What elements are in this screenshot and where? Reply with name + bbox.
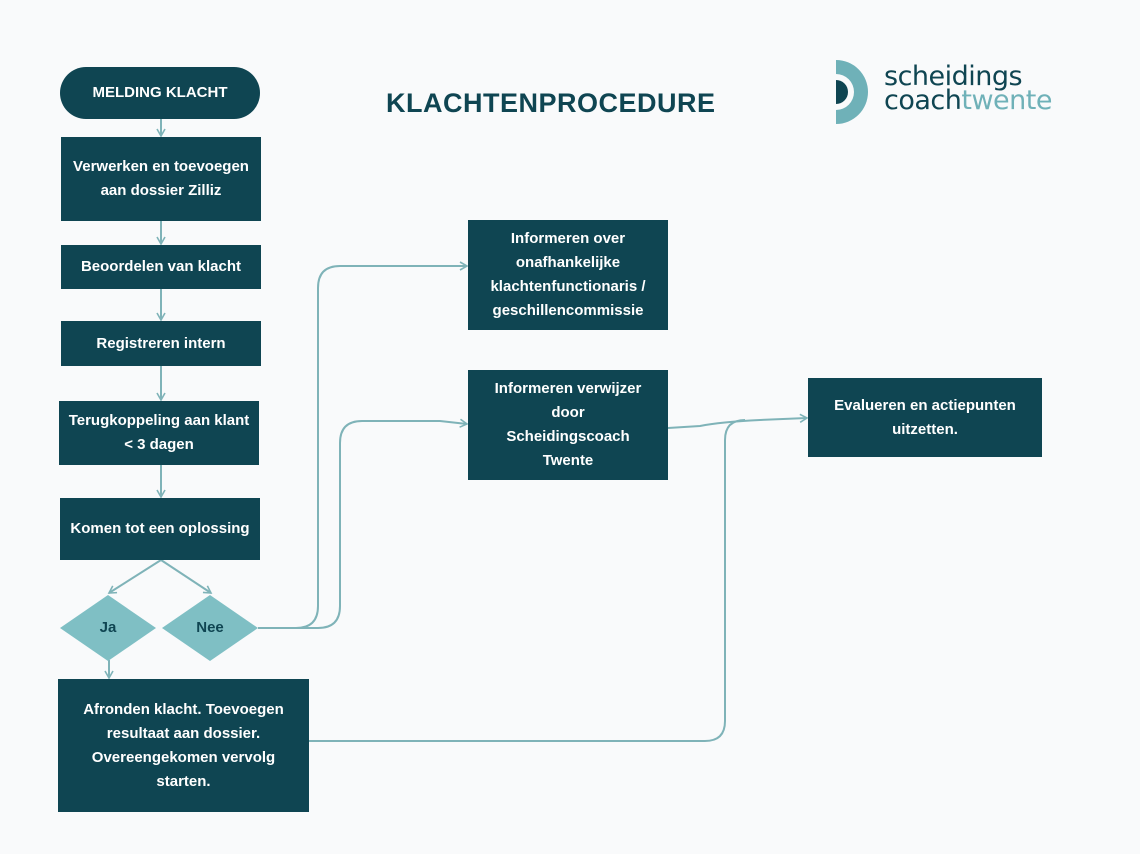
logo-word-twente: twente [961, 85, 1052, 116]
inform-independent-node: Informeren over onafhankelijke klachtenf… [468, 220, 668, 330]
logo-line-2: coachtwente [884, 85, 1052, 116]
arrow-solution-yes [107, 559, 162, 594]
assess-node: Beoordelen van klacht [61, 245, 261, 289]
diamond-yes [60, 595, 156, 661]
decision-no-label: Nee [196, 619, 224, 636]
arrow-finish-evaluate [309, 419, 746, 742]
inform-referrer-node: Informeren verwijzer door Scheidingscoac… [468, 370, 668, 480]
finish-node: Afronden klacht. Toevoegen resultaat aan… [58, 679, 309, 812]
diamond-no [162, 595, 258, 661]
logo-line-1: scheidings [884, 61, 1023, 92]
feedback-node: Terugkoppeling aan klant < 3 dagen [59, 401, 259, 465]
company-logo: scheidings coachtwente [832, 56, 1072, 128]
process-node: Verwerken en toevoegen aan dossier Zilli… [61, 137, 261, 221]
logo-mark-icon [836, 60, 868, 124]
arrow-no-inform-independent [258, 261, 469, 629]
evaluate-node: Evalueren en actiepunten uitzetten. [808, 378, 1042, 457]
arrow-referrer-evaluate [667, 413, 809, 429]
solution-node: Komen tot een oplossing [60, 498, 260, 560]
start-node: MELDING KLACHT [60, 67, 260, 119]
page-title: KLACHTENPROCEDURE [386, 88, 716, 118]
logo-word-coach: coach [884, 85, 962, 116]
register-node: Registreren intern [61, 321, 261, 366]
arrow-no-inform-referrer [258, 418, 469, 629]
arrow-solution-no [160, 559, 213, 594]
decision-yes-label: Ja [99, 619, 117, 636]
